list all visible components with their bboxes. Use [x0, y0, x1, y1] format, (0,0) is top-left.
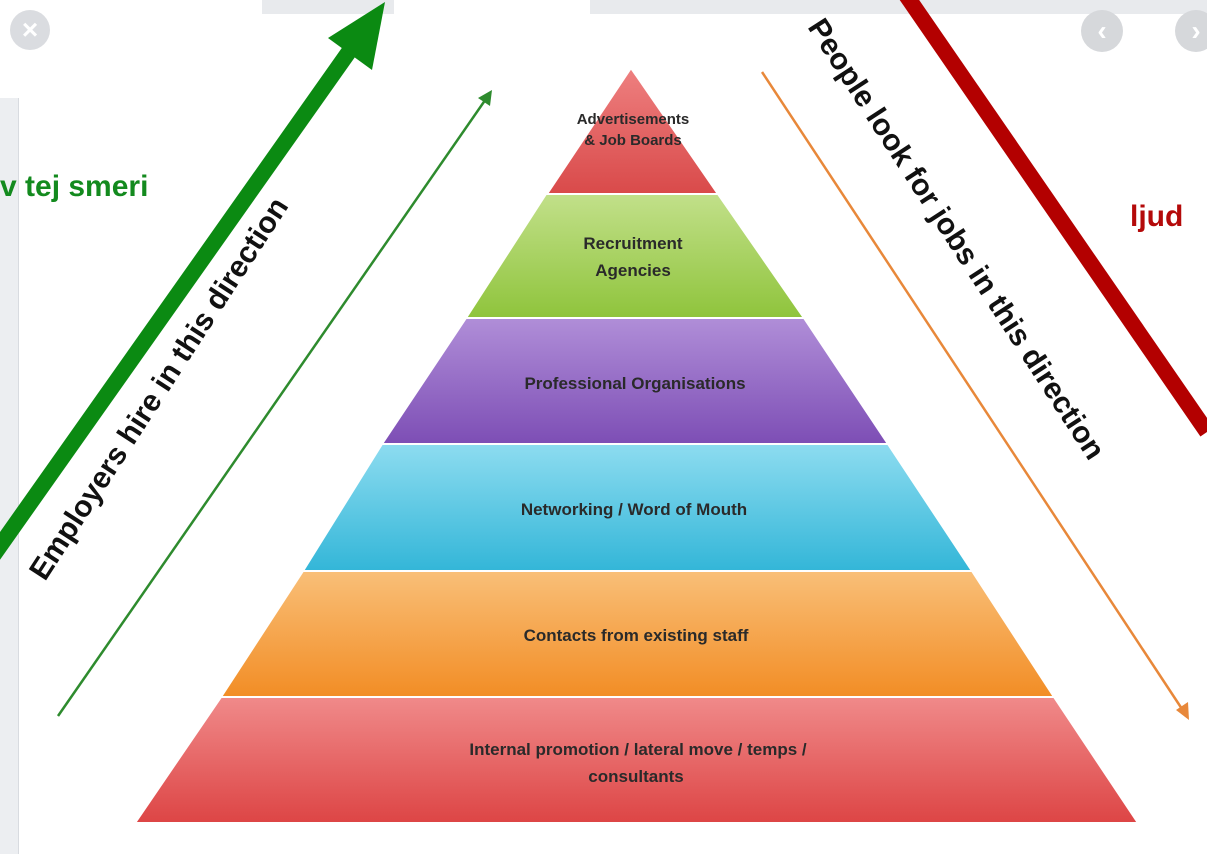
left-overlay-text: v tej smeri: [0, 170, 149, 203]
right-overlay-text: ljud: [1130, 200, 1184, 233]
tier-6-shape: [133, 696, 1140, 824]
tier-3-label: Professional Organisations: [524, 374, 745, 393]
tier-2-label-line1: Recruitment: [583, 234, 683, 253]
thin-down-arrow-line: [760, 71, 1186, 713]
next-button[interactable]: ›: [1175, 10, 1207, 52]
tier-6-label-line1: Internal promotion / lateral move / temp…: [469, 740, 807, 759]
thin-down-arrow-head: [1176, 702, 1189, 720]
thin-up-arrow-head: [478, 90, 492, 106]
top-bar-right: [590, 0, 1207, 14]
chevron-right-icon: ›: [1191, 15, 1201, 46]
tier-2-shape: [464, 193, 806, 319]
thin-up-arrow-line: [56, 95, 490, 717]
previous-button[interactable]: ‹: [1081, 10, 1123, 52]
tier-6-label-line2: consultants: [588, 767, 683, 786]
close-icon: ×: [21, 14, 39, 45]
tier-1-shape: [545, 66, 720, 195]
green-arrow-shaft: [0, 41, 360, 560]
tier-5-label: Contacts from existing staff: [524, 626, 749, 645]
top-bar-left: [262, 0, 394, 14]
tier-1-label-line2: & Job Boards: [584, 132, 682, 149]
red-line: [899, 0, 1207, 437]
side-panel: [0, 98, 19, 854]
tier-1-label-line1: Advertisements: [577, 111, 690, 128]
close-button[interactable]: ×: [10, 10, 50, 50]
chevron-left-icon: ‹: [1097, 15, 1107, 46]
green-arrow-head: [328, 2, 385, 70]
tier-2-label-line2: Agencies: [595, 261, 671, 280]
tier-4-label: Networking / Word of Mouth: [521, 500, 747, 519]
left-caption: Employers hire in this direction: [23, 192, 295, 586]
